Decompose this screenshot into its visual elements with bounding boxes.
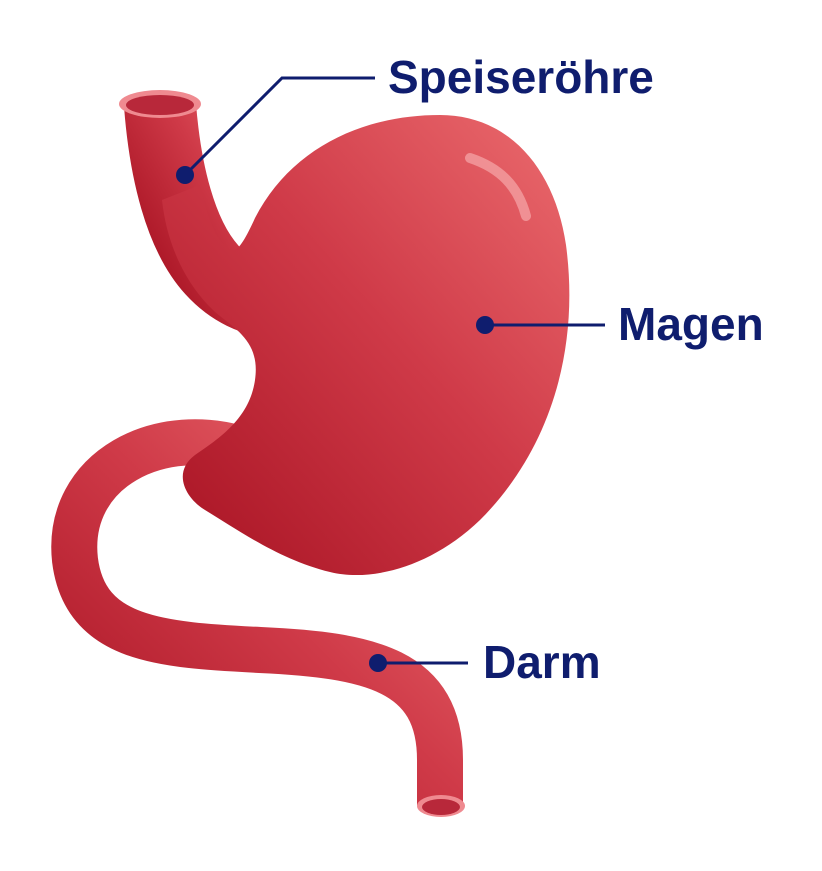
intestine-leader-dot: [369, 654, 387, 672]
stomach-leader-dot: [476, 316, 494, 334]
intestine-tube: [51, 419, 463, 805]
stomach-highlight: [465, 153, 531, 221]
stomach-body: [162, 115, 570, 576]
esophagus-leader-dot: [176, 166, 194, 184]
esophagus-label: Speiseröhre: [388, 51, 654, 103]
intestine-label: Darm: [483, 636, 601, 688]
stomach-label: Magen: [618, 298, 764, 350]
esophagus-opening: [126, 95, 194, 115]
intestine-opening: [422, 799, 460, 815]
esophagus-leader-line: [183, 76, 375, 177]
